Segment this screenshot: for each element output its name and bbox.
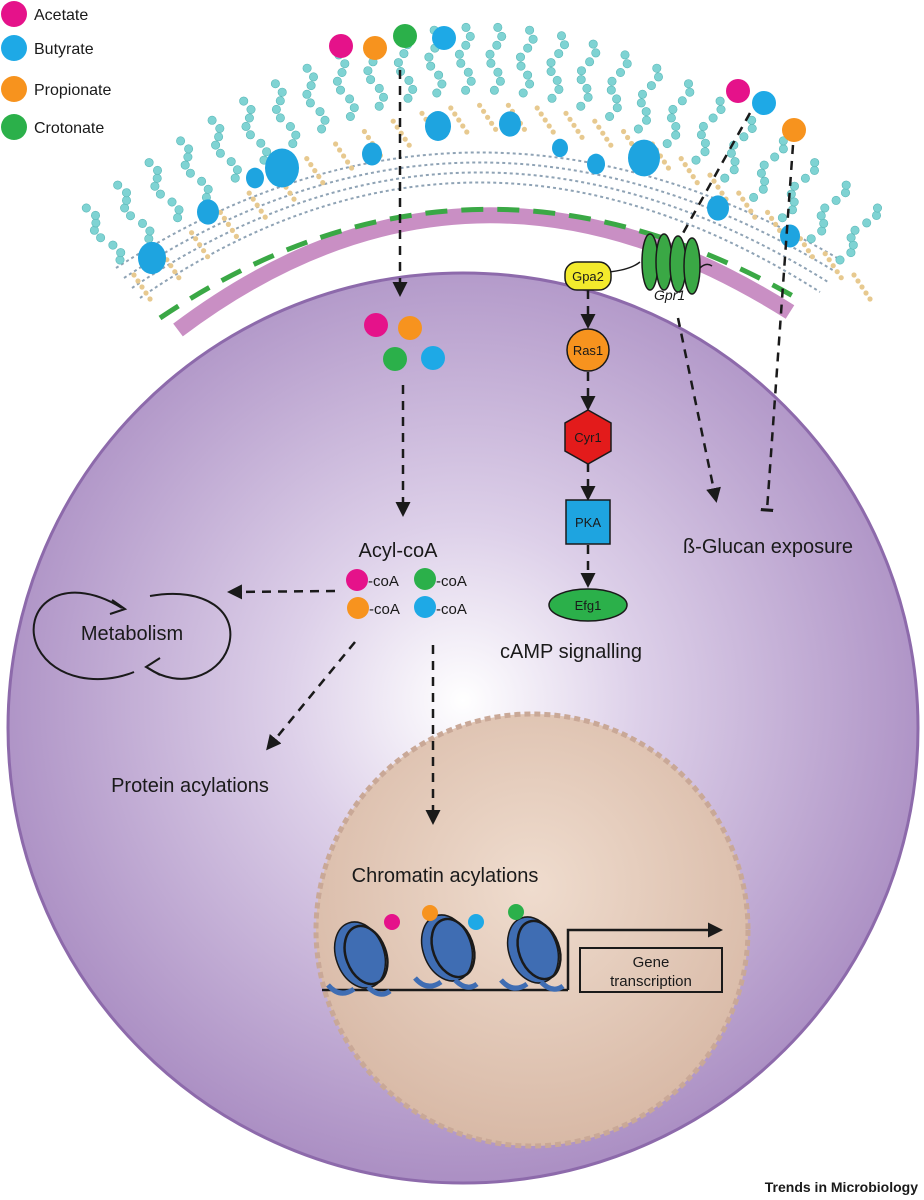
scfa-cluster-receptor (726, 79, 776, 115)
legend-item: Crotonate (1, 114, 104, 140)
camp-cascade: Gpa2 Ras1 Cyr1 PKA Efg1 (548, 261, 628, 622)
legend-swatch (1, 35, 27, 61)
transcription-start-arrow (566, 922, 723, 990)
legend-label: Propionate (34, 82, 111, 99)
legend-label: Acetate (34, 7, 88, 24)
legend-label: Butyrate (34, 41, 94, 58)
cyr1-node (564, 409, 612, 465)
arrow-to-metabolism (227, 584, 336, 600)
scfa-cluster-inside (364, 313, 445, 371)
efg1-node (548, 588, 628, 622)
chromatin (322, 904, 723, 997)
propionyl-coa-label: -coA (369, 601, 400, 618)
legend-item: Acetate (1, 1, 88, 27)
chromatin-acylations-label: Chromatin acylations (352, 865, 539, 887)
cell-wall (81, 22, 882, 337)
journal-credit: Trends in Microbiology (765, 1179, 918, 1195)
mannoproteins (138, 111, 800, 275)
glucan-exposure-label: ß-Glucan exposure (683, 536, 853, 558)
propionate-dot-outside (782, 118, 806, 142)
pka-node (565, 499, 611, 545)
protein-acylations-label: Protein acylations (111, 775, 269, 797)
cyr1-label: Cyr1 (574, 430, 601, 445)
ras1-node (566, 328, 610, 372)
butyryl-mark (468, 914, 484, 930)
propionyl-mark (422, 905, 438, 921)
acetyl-mark (384, 914, 400, 930)
acetyl-coa-label: -coA (368, 573, 399, 590)
pka-label: PKA (575, 515, 601, 530)
ras1-label: Ras1 (573, 343, 603, 358)
inhibit-glucan-exposure (760, 144, 795, 513)
butyryl-coa-label: -coA (436, 601, 467, 618)
efg1-label: Efg1 (575, 598, 602, 613)
legend-item: Propionate (1, 76, 111, 102)
nucleosome (326, 921, 392, 997)
crotonyl-coa-label: -coA (436, 573, 467, 590)
gene-label-line2: transcription (610, 973, 692, 990)
arrow-to-protein-acylations (266, 641, 356, 751)
arrow-to-gpr1 (680, 112, 752, 236)
acyl-coa-title: Acyl-coA (359, 540, 439, 562)
acyl-coa-set: -coA -coA -coA -coA (346, 568, 467, 619)
gpr1-receptor (607, 233, 713, 295)
gpa2-node (564, 261, 612, 291)
legend-swatch (1, 114, 27, 140)
scfa-cluster-outside (329, 24, 456, 60)
legend-swatch (1, 76, 27, 102)
gpa2-label: Gpa2 (572, 269, 604, 284)
crotonyl-mark (508, 904, 524, 920)
nucleosome (499, 916, 565, 992)
gpr1-label: Gpr1 (654, 287, 685, 303)
gene-label-line1: Gene (633, 954, 670, 971)
gene-box (579, 947, 723, 993)
mannan-fibers (81, 22, 882, 302)
legend-label: Crotonate (34, 120, 104, 137)
camp-signalling-label: cAMP signalling (500, 641, 642, 663)
metabolism-label: Metabolism (81, 623, 183, 645)
pathway-arrows (227, 70, 795, 825)
legend-item: Butyrate (1, 35, 94, 61)
legend-swatch (1, 1, 27, 27)
metabolism-cycle (32, 591, 232, 681)
